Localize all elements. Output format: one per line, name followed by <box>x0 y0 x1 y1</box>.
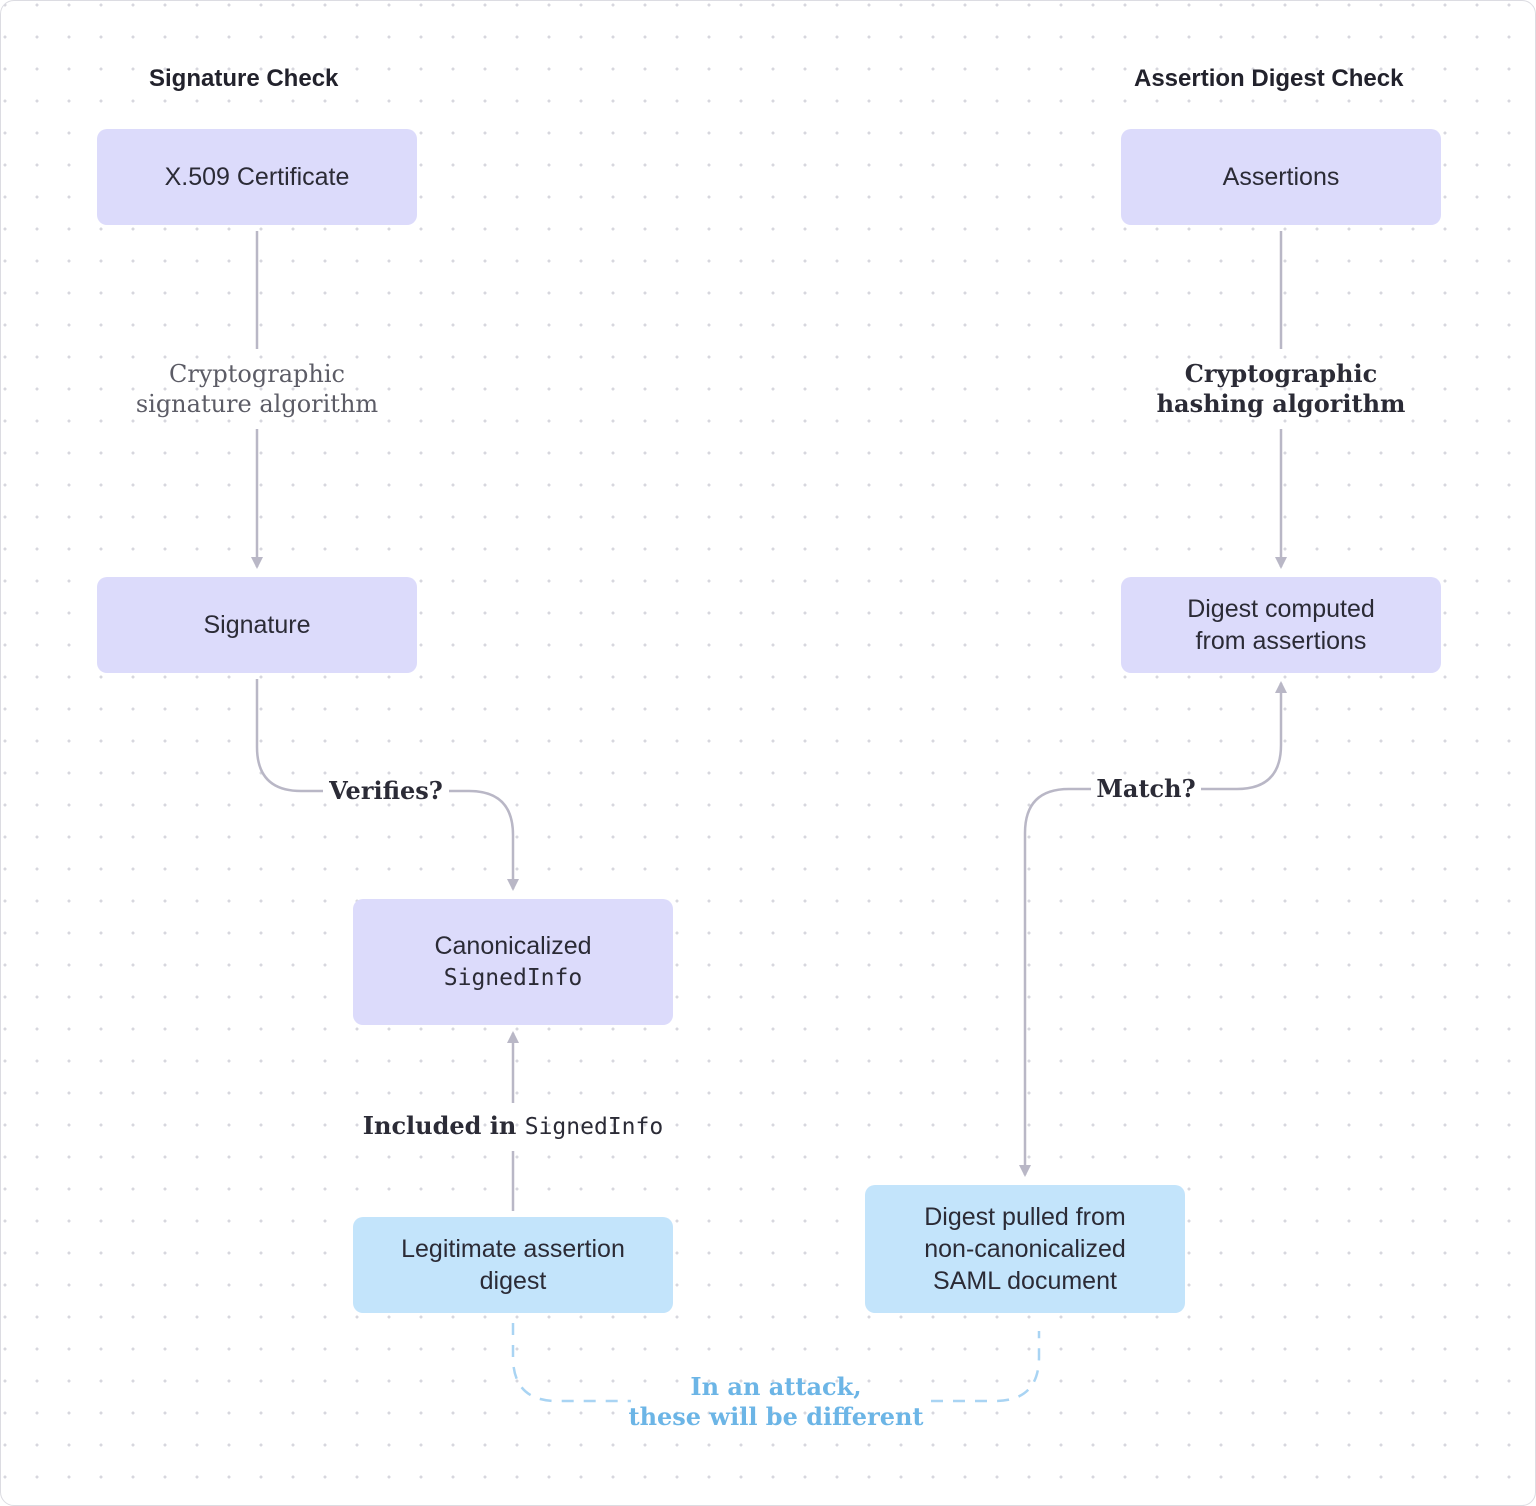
digest-pulled-line3: SAML document <box>933 1267 1117 1295</box>
connector-signature-to-verifies <box>255 679 323 793</box>
digest-computed-line1: Digest computed <box>1187 595 1375 623</box>
signature-algorithm-line2: signature algorithm <box>135 390 379 418</box>
attack-annotation-line2: these will be different <box>628 1402 924 1431</box>
digest-computed-line2: from assertions <box>1195 627 1367 655</box>
legitimate-assertion-digest-node: Legitimate assertion digest <box>353 1217 673 1313</box>
match-label: Match? <box>1096 774 1196 803</box>
connector-match-to-digest-pulled <box>1019 787 1091 1177</box>
assertion-digest-check-heading: Assertion Digest Check <box>1134 65 1404 92</box>
digest-pulled-node: Digest pulled from non-canonicalized SAM… <box>865 1185 1185 1313</box>
dashed-connector-right <box>931 1331 1041 1403</box>
canonicalized-signedinfo-node: Canonicalized SignedInfo <box>353 899 673 1025</box>
legitimate-digest-line1: Legitimate assertion <box>401 1235 625 1263</box>
verifies-label: Verifies? <box>329 776 443 805</box>
signature-node: Signature <box>97 577 417 673</box>
attack-annotation-line1: In an attack, <box>690 1372 862 1401</box>
signature-check-heading: Signature Check <box>149 65 339 92</box>
hashing-algorithm-label: Cryptographic hashing algorithm <box>1141 359 1421 419</box>
digest-pulled-line2: non-canonicalized <box>924 1235 1126 1263</box>
hashing-algorithm-line2: hashing algorithm <box>1156 389 1406 418</box>
hashing-algorithm-line1: Cryptographic <box>1184 359 1378 388</box>
signature-text: Signature <box>203 611 311 639</box>
connector-match-to-digest-computed <box>1201 681 1287 791</box>
signature-algorithm-label: Cryptographic signature algorithm <box>117 359 397 419</box>
canonicalized-text: Canonicalized <box>434 932 592 960</box>
digest-computed-node: Digest computed from assertions <box>1121 577 1441 673</box>
signature-algorithm-line1: Cryptographic <box>169 360 345 388</box>
assertions-text: Assertions <box>1222 163 1340 191</box>
included-signedinfo-code: SignedInfo <box>524 1114 664 1140</box>
connector-verifies-to-canonicalized <box>449 789 519 891</box>
x509-certificate-text: X.509 Certificate <box>164 163 350 191</box>
included-in-text: Included in <box>362 1111 517 1140</box>
dashed-connector-left <box>511 1323 631 1403</box>
attack-annotation: In an attack, these will be different <box>601 1372 951 1432</box>
legitimate-digest-line2: digest <box>479 1267 547 1295</box>
assertions-node: Assertions <box>1121 129 1441 225</box>
included-in-signedinfo-label: Included in SignedInfo <box>353 1111 673 1142</box>
signedinfo-code: SignedInfo <box>443 965 583 991</box>
digest-pulled-line1: Digest pulled from <box>924 1203 1126 1231</box>
x509-certificate-node: X.509 Certificate <box>97 129 417 225</box>
